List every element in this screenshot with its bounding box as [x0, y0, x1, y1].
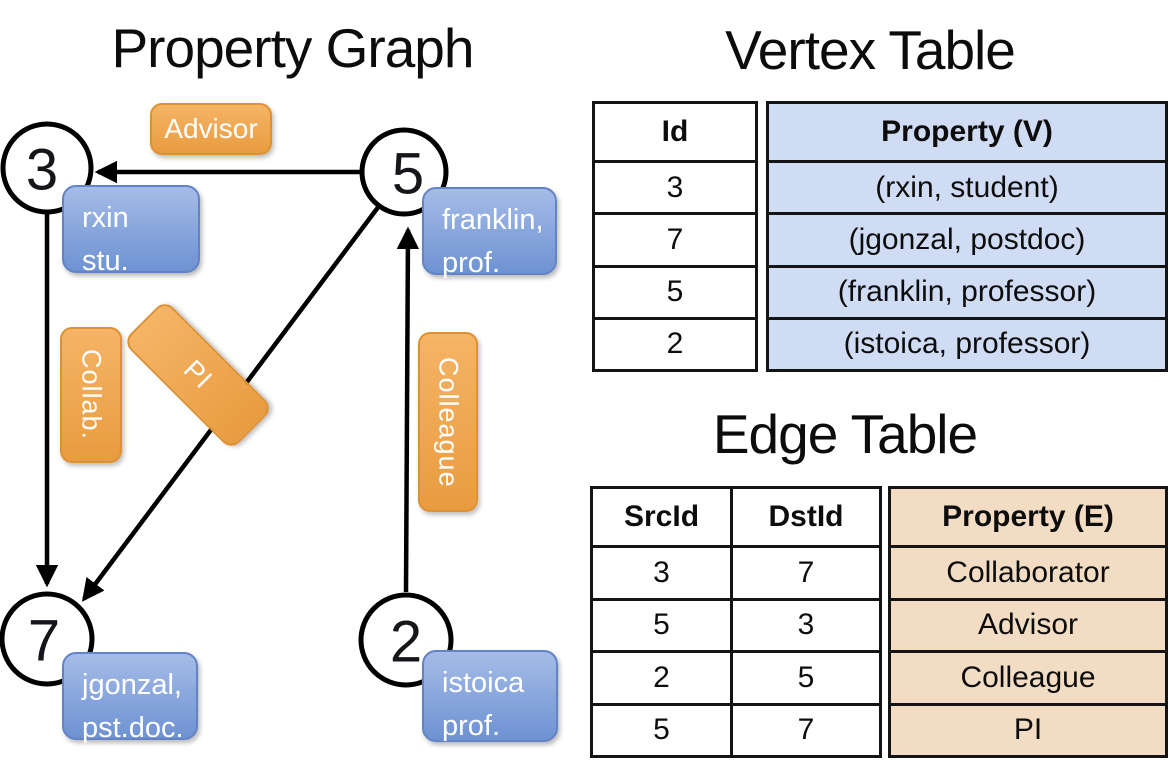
vertex-id-label: 2 [390, 610, 422, 675]
vertex-id-cell: 7 [595, 212, 755, 264]
vertex-id-cell: 2 [595, 316, 755, 369]
vertex-property-cell: (jgonzal, postdoc) [769, 212, 1165, 265]
edge-dst-cell: 7 [730, 702, 879, 755]
edge-table-property-column: Property (E) Collaborator Advisor Collea… [888, 486, 1168, 758]
vertex-id-cell: 3 [595, 160, 755, 212]
vertex-card-line: istoica [442, 667, 525, 699]
edge-table-dst-header: DstId [730, 489, 879, 545]
vertex-card-rxin: rxin stu. [62, 185, 200, 277]
edge-table-property-header: Property (E) [891, 489, 1165, 545]
vertex-id-label: 7 [28, 609, 60, 674]
edge-src-cell: 5 [593, 597, 730, 651]
vertex-table-id-column: Id 3 7 5 2 [592, 101, 758, 372]
vertex-property-cell: (franklin, professor) [769, 264, 1165, 317]
property-graph-title: Property Graph [111, 17, 474, 79]
edge-property-cell: Collaborator [891, 545, 1165, 598]
edge-dst-cell: 7 [730, 545, 879, 598]
vertex-table-property-header: Property (V) [769, 104, 1165, 160]
edge-table-title: Edge Table [712, 403, 978, 465]
edge-src-cell: 3 [593, 545, 730, 598]
vertex-id-label: 3 [26, 138, 58, 203]
vertex-table-property-column: Property (V) (rxin, student) (jgonzal, p… [766, 101, 1168, 372]
edge-property-cell: Colleague [891, 650, 1165, 703]
edge-dst-cell: 5 [730, 650, 879, 703]
vertex-property-cell: (rxin, student) [769, 160, 1165, 213]
edge-2-to-5-arrow [396, 226, 420, 593]
vertex-table-title: Vertex Table [725, 19, 1016, 81]
vertex-property-cell: (istoica, professor) [769, 316, 1165, 369]
edge-dst-cell: 3 [730, 597, 879, 650]
vertex-card-line: stu. [82, 245, 129, 277]
edge-property-cell: Advisor [891, 597, 1165, 650]
edge-label-text: Colleague [433, 356, 464, 488]
edge-label-text: Collab. [76, 349, 107, 441]
vertex-table-id-header: Id [661, 115, 689, 148]
vertex-card-line: prof. [442, 710, 501, 742]
vertex-card-line: pst.doc. [82, 712, 184, 744]
edge-src-cell: 5 [593, 702, 730, 756]
edge-label-advisor: Advisor [150, 103, 272, 155]
vertex-card-line: jgonzal, [82, 669, 182, 701]
vertex-id-cell: 5 [595, 264, 755, 317]
vertex-id-label: 5 [392, 142, 424, 207]
vertex-card-line: prof. [442, 247, 501, 279]
edge-table-id-columns: SrcId DstId 3 7 5 3 2 5 5 7 [590, 486, 882, 758]
vertex-card-franklin: franklin, prof. [422, 187, 557, 279]
vertex-card-line: franklin, [442, 204, 544, 236]
edge-label-collab: Collab. [60, 327, 122, 463]
edge-table-src-header: SrcId [623, 500, 700, 533]
edge-label-text: PI [178, 354, 219, 395]
edge-label-text: Advisor [164, 113, 258, 144]
edge-label-colleague: Colleague [418, 332, 478, 512]
edge-property-cell: PI [891, 702, 1165, 755]
vertex-card-line: rxin [82, 202, 129, 234]
vertex-card-jgonzal: jgonzal, pst.doc. [62, 652, 198, 744]
vertex-card-istoica: istoica prof. [422, 650, 558, 742]
edge-src-cell: 2 [593, 650, 730, 703]
